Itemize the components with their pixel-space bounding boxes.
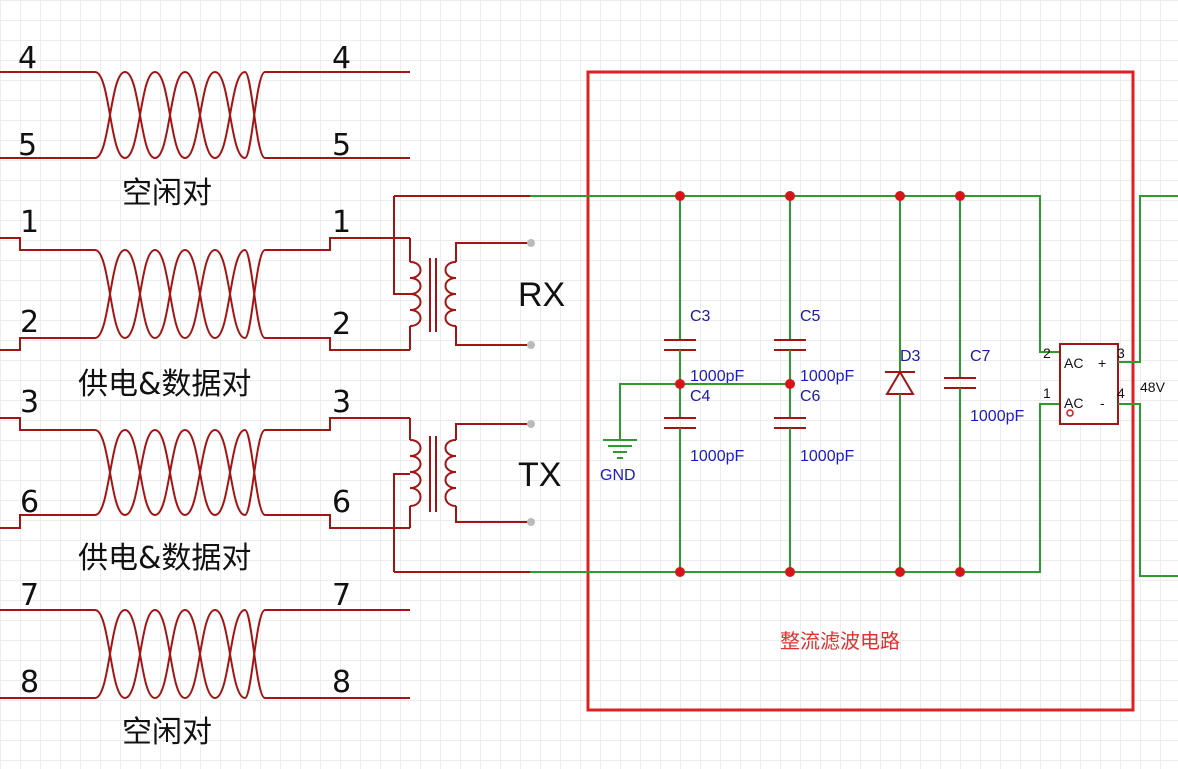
capacitor-c5[interactable]: C5 1000pF	[774, 196, 854, 385]
diode-d3[interactable]: D3	[885, 196, 921, 572]
pin-label: 8	[332, 665, 351, 700]
capacitor-value: 1000pF	[690, 368, 744, 385]
twisted-pair-idle-bottom[interactable]: 7 8 7 8 空闲对	[0, 578, 410, 750]
pin-label: 4	[18, 41, 37, 76]
tx-label: TX	[518, 456, 561, 494]
pin-label: 1	[332, 205, 351, 240]
capacitor-ref: C7	[970, 348, 991, 365]
twisted-pair-power-data-2[interactable]: 3 6 3 6 供电&数据对	[0, 385, 410, 576]
capacitor-c6[interactable]: C6 1000pF	[774, 384, 854, 572]
bridge-pin: 3	[1117, 345, 1125, 361]
ground-label: GND	[600, 467, 636, 484]
pin-label: 5	[18, 128, 37, 163]
pair-label: 空闲对	[122, 715, 212, 750]
rectifier-box-title: 整流滤波电路	[780, 629, 900, 653]
pin-label: 5	[332, 128, 351, 163]
pair-label: 供电&数据对	[78, 367, 251, 402]
capacitor-value: 1000pF	[800, 368, 854, 385]
capacitor-ref: C5	[800, 308, 821, 325]
pin-label: 8	[20, 665, 39, 700]
pair-label: 空闲对	[122, 176, 212, 211]
output-voltage-label: 48V	[1140, 379, 1166, 395]
rx-label: RX	[518, 276, 565, 314]
pin-label: 6	[20, 485, 39, 520]
bridge-ac-label: AC	[1064, 395, 1083, 411]
bridge-rectifier[interactable]: 2 1 3 4 AC AC + - 48V	[1043, 195, 1178, 577]
bridge-ac-label: AC	[1064, 355, 1083, 371]
capacitor-c4[interactable]: C4 1000pF	[664, 384, 744, 572]
output-minus-wire	[1118, 403, 1178, 577]
bridge-minus: -	[1100, 395, 1105, 411]
capacitor-ref: C6	[800, 388, 821, 405]
junction-dots	[675, 191, 965, 577]
twisted-pair-idle-top[interactable]: 4 5 4 5 空闲对	[0, 41, 410, 211]
pin-label: 3	[20, 385, 39, 420]
capacitor-ref: C4	[690, 388, 711, 405]
rectifier-box	[586, 70, 1135, 712]
positive-rail	[530, 195, 1060, 353]
pin-label: 7	[20, 578, 39, 613]
tx-transformer[interactable]: TX	[393, 418, 561, 572]
ground-symbol[interactable]: GND	[600, 383, 790, 484]
bridge-plus: +	[1098, 355, 1106, 371]
pin-label: 3	[332, 385, 351, 420]
twisted-pair-power-data-1[interactable]: 1 2 1 2 供电&数据对	[0, 205, 410, 402]
bridge-pin: 2	[1043, 345, 1051, 361]
pin-label: 6	[332, 485, 351, 520]
capacitor-c3[interactable]: C3 1000pF	[664, 196, 744, 385]
capacitor-value: 1000pF	[690, 448, 744, 465]
output-plus-wire	[1118, 195, 1178, 363]
pin-label: 2	[20, 305, 39, 340]
pin-label: 1	[20, 205, 39, 240]
negative-rail	[530, 403, 1060, 573]
bridge-pin: 4	[1117, 385, 1125, 401]
capacitor-value: 1000pF	[970, 408, 1024, 425]
bridge-pin: 1	[1043, 385, 1051, 401]
capacitor-value: 1000pF	[800, 448, 854, 465]
pin-label: 4	[332, 41, 351, 76]
pin-label: 2	[332, 307, 351, 342]
pair-label: 供电&数据对	[78, 541, 251, 576]
diode-ref: D3	[900, 348, 921, 365]
pin-label: 7	[332, 578, 351, 613]
capacitor-ref: C3	[690, 308, 711, 325]
rx-transformer[interactable]: RX	[393, 196, 565, 350]
capacitor-c7[interactable]: C7 1000pF	[944, 196, 1024, 572]
